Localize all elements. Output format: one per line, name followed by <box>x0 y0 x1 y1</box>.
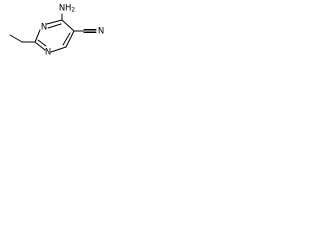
ring-n-bottom-label: N <box>45 48 51 58</box>
amine-h-label: H <box>65 4 71 14</box>
molecule-structure: N H 2 N N N <box>0 0 116 66</box>
bond-c6-n1 <box>50 46 67 53</box>
bond-c2-n3 <box>34 29 41 43</box>
bond-n3-c4-inner <box>47 23 62 29</box>
bond-ethyl-methyl <box>9 34 23 43</box>
nitrile-n-label: N <box>98 27 104 37</box>
bond-c5-c6-inner <box>62 32 71 46</box>
bond-c5-c6 <box>65 30 75 48</box>
bond-c4-c5 <box>61 19 75 32</box>
bond-n3-c4 <box>46 19 63 25</box>
structure-drawing: N H 2 N N N <box>9 4 104 58</box>
ring-n-top-label: N <box>41 23 47 33</box>
amine-h-count-label: 2 <box>71 7 75 14</box>
bond-n1-c2 <box>34 41 46 51</box>
bond-n1-c2-inner <box>37 39 47 47</box>
amine-n-label: N <box>59 4 65 14</box>
